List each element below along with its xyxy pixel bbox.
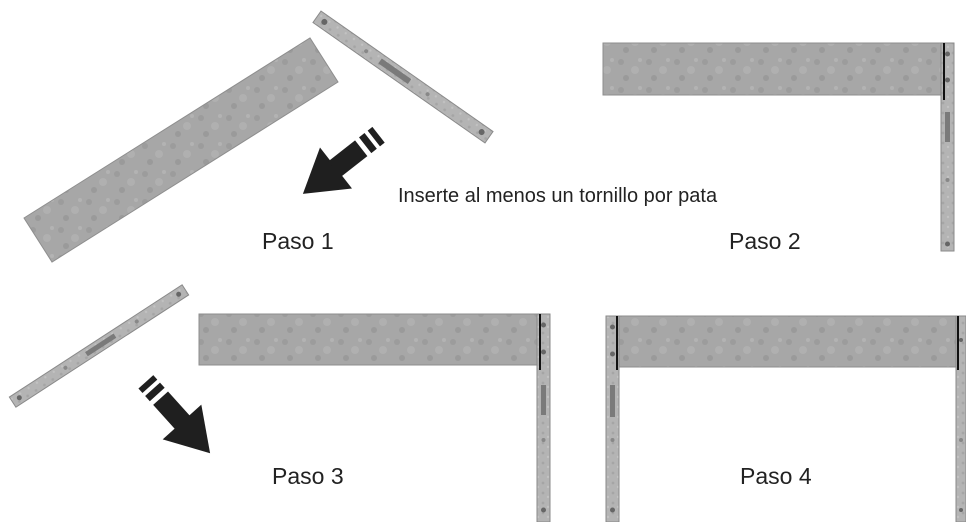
step1-panel (23, 37, 339, 263)
step4-right-leg (955, 315, 966, 523)
step3-loose-leg (8, 284, 190, 408)
step4-panel (606, 315, 966, 368)
screw-instruction-note: Inserte al menos un tornillo por pata (398, 185, 718, 207)
step1-leg (312, 10, 494, 144)
step2-label: Paso 2 (729, 228, 801, 254)
step2-panel (602, 42, 954, 96)
step2-leg (940, 42, 955, 252)
step4-label: Paso 4 (740, 463, 812, 489)
step3-panel (198, 313, 550, 366)
step3-leg (536, 313, 551, 523)
step1-label: Paso 1 (262, 228, 334, 254)
arrow-icon (126, 364, 230, 471)
step3-label: Paso 3 (272, 463, 344, 489)
arrow-icon (286, 114, 395, 215)
step4-left-leg (605, 315, 620, 523)
